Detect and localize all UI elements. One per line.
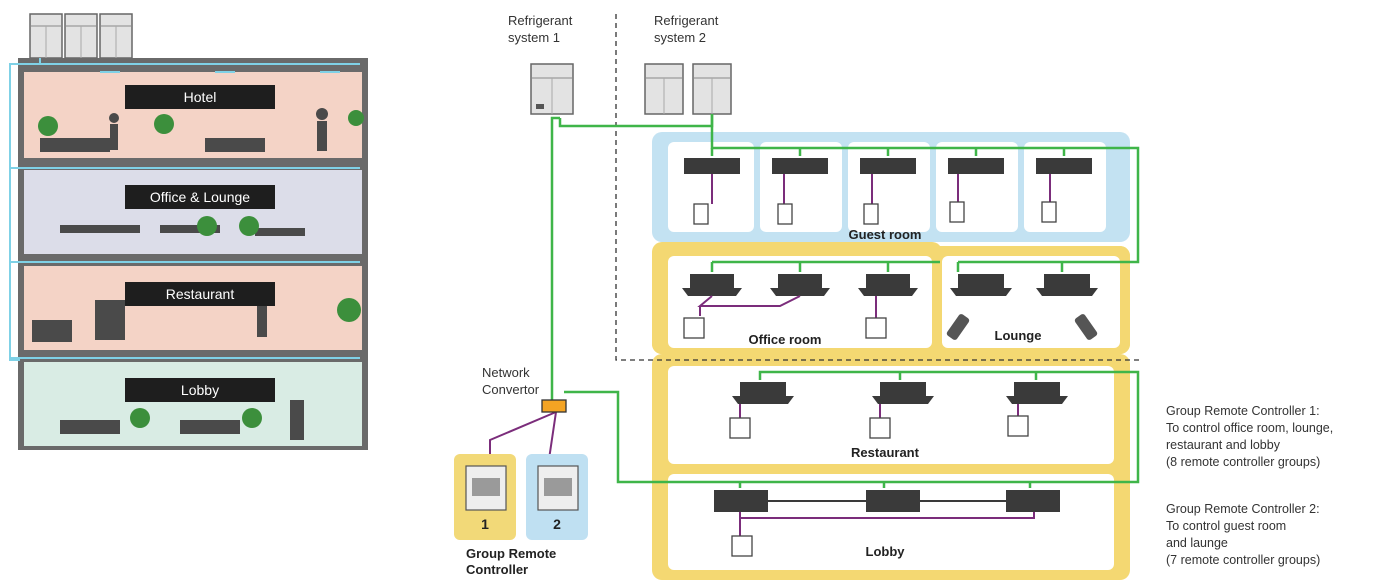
network-convertor-label: Network Convertor	[482, 365, 540, 397]
office-floor	[24, 170, 362, 254]
network-convertor-box	[541, 399, 567, 413]
note-controller-2: Group Remote Controller 2: To control gu…	[1166, 502, 1321, 567]
restaurant-floor	[24, 266, 362, 350]
floor-label-hotel: Hotel	[125, 85, 275, 109]
controller-2-number: 2	[553, 516, 561, 532]
zone-label-lobby: Lobby	[865, 544, 905, 559]
group-remote-controller-caption: Group Remote Controller	[466, 546, 557, 577]
refrigerant-lines	[550, 114, 1140, 488]
refrigerant-system-2-label: Refrigerant system 2	[654, 13, 719, 45]
controller-devices	[465, 465, 579, 511]
wall-remote-controllers	[683, 201, 1057, 557]
zone-label-guest-room: Guest room	[848, 227, 922, 242]
note-controller-1: Group Remote Controller 1: To control of…	[1166, 404, 1334, 469]
building-illustration	[9, 13, 368, 450]
rooftop-outdoor-units	[29, 13, 133, 59]
wireless-remotes	[946, 314, 1098, 340]
floor-label-lobby: Lobby	[125, 378, 275, 402]
zone-label-restaurant: Restaurant	[851, 445, 919, 460]
building-pipes	[9, 58, 360, 361]
floor-label-office-lounge: Office & Lounge	[125, 185, 275, 209]
floor-plants	[38, 110, 364, 428]
indoor-units	[682, 158, 1098, 512]
system-boundary	[615, 14, 1140, 361]
controller-1-number: 1	[481, 516, 489, 532]
floor-label-restaurant: Restaurant	[125, 282, 275, 306]
refrigerant-system-2-units	[644, 63, 732, 115]
floor-silhouettes	[32, 108, 328, 440]
zone-label-lounge: Lounge	[994, 328, 1042, 343]
refrigerant-system-1-label: Refrigerant system 1	[508, 13, 573, 45]
zone-label-office-room: Office room	[748, 332, 822, 347]
refrigerant-system-1-unit	[530, 63, 574, 115]
lobby-cell	[668, 474, 1114, 570]
